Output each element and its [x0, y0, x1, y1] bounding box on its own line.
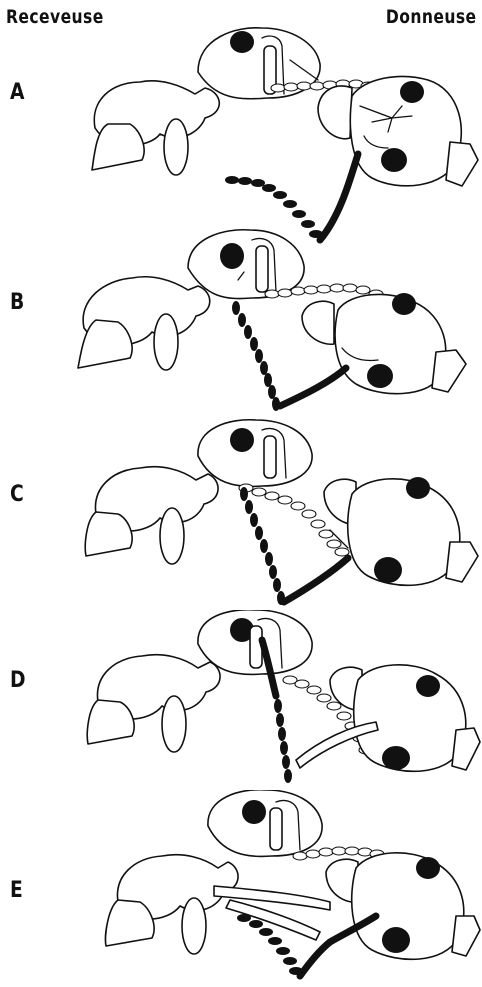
black-antenna-c	[240, 487, 285, 605]
black-antenna-b	[232, 301, 280, 411]
donor-ant-a	[318, 77, 478, 186]
receiver-ant-a	[92, 28, 320, 175]
receiver-ant-d	[87, 610, 312, 752]
panel-b-illustration	[0, 228, 482, 428]
panel-e-illustration	[0, 790, 482, 987]
panel-c-illustration	[0, 418, 482, 613]
donor-ant-d	[330, 665, 480, 772]
donor-ant-c	[324, 477, 478, 585]
donor-ant-e	[326, 853, 480, 960]
receiver-ant-b	[78, 230, 304, 370]
panel-d-illustration	[0, 610, 482, 800]
panel-a-illustration	[0, 20, 482, 250]
receiver-ant-c	[85, 420, 312, 564]
